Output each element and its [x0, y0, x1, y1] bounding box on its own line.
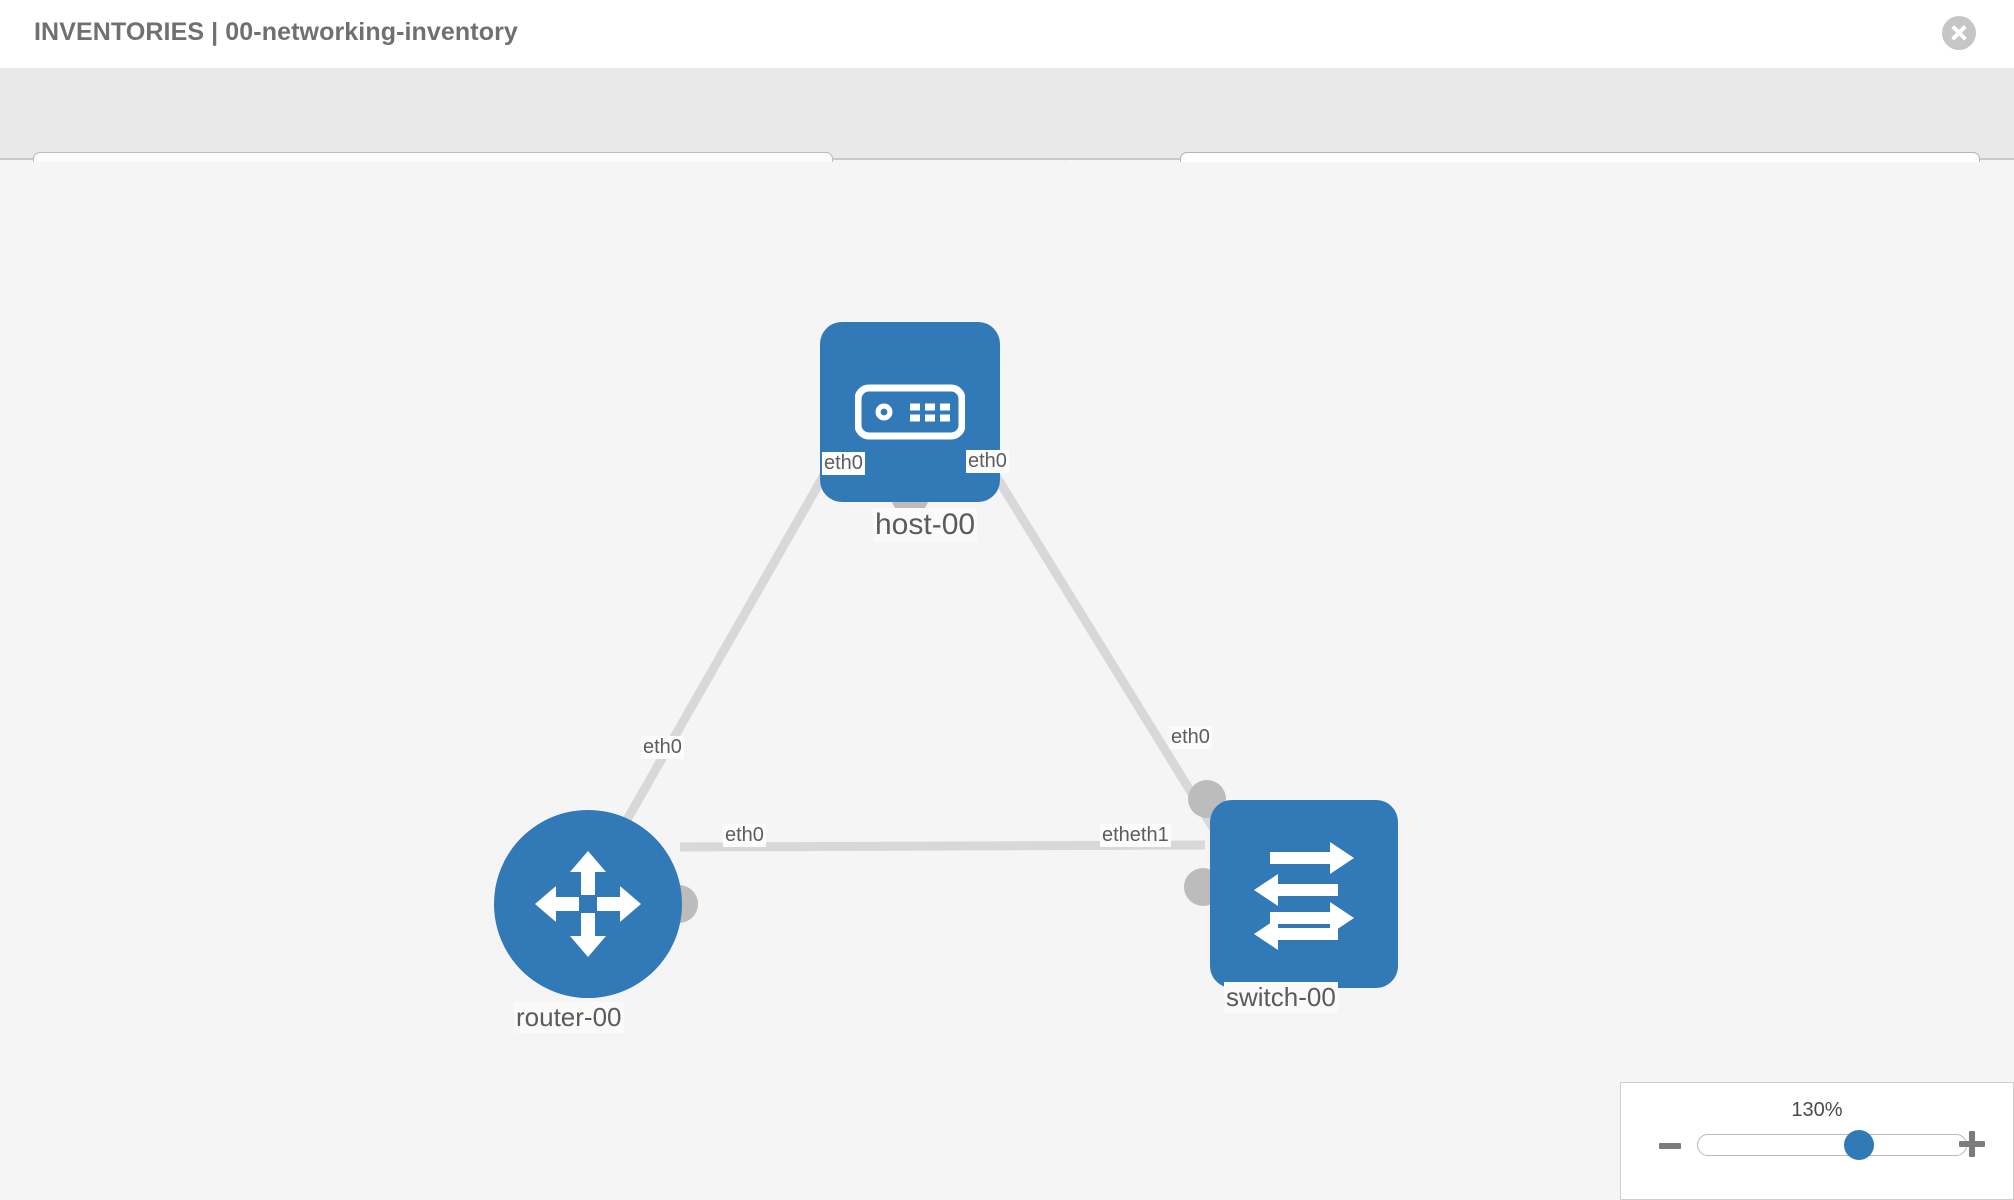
switch-node-shape[interactable] [1210, 800, 1398, 988]
edge-label: eth0 [1169, 726, 1212, 749]
topology-canvas[interactable]: host-00 route [0, 162, 2014, 1200]
topology-node-host-00[interactable]: host-00 [820, 322, 1000, 542]
host-node-shape[interactable] [820, 322, 1000, 502]
minus-icon[interactable] [1659, 1143, 1681, 1149]
zoom-level-label: 130% [1791, 1099, 1843, 1121]
page-title: INVENTORIES | 00-networking-inventory [34, 18, 518, 46]
edge-label: eth0 [822, 452, 865, 475]
edge-label: eth0 [966, 450, 1009, 473]
zoom-slider-thumb[interactable] [1843, 1130, 1874, 1160]
node-label-switch-00: switch-00 [1224, 982, 1338, 1013]
edge-label: eth0 [641, 736, 684, 759]
topology-node-router-00[interactable]: router-00 [494, 810, 698, 1033]
node-label-router-00: router-00 [514, 1002, 624, 1033]
server-device-icon [855, 384, 965, 440]
router-node-shape[interactable] [494, 810, 682, 998]
node-label-host-00: host-00 [873, 508, 978, 542]
zoom-slider[interactable] [1697, 1130, 1967, 1160]
page-header: INVENTORIES | 00-networking-inventory [0, 0, 2014, 68]
edge-label: etheth1 [1100, 824, 1171, 847]
switch-arrows-icon [1254, 842, 1354, 950]
zoom-control-panel: 130% [1620, 1082, 2014, 1200]
topology-node-switch-00[interactable]: switch-00 [1184, 780, 1398, 1013]
router-arrows-icon [535, 851, 641, 957]
toolbar: ACTIONS SEARCH [0, 68, 2014, 204]
plus-icon[interactable] [1959, 1131, 1985, 1157]
topology-edges [596, 374, 1232, 870]
edge-label: eth0 [723, 824, 766, 847]
close-icon[interactable] [1942, 16, 1976, 50]
